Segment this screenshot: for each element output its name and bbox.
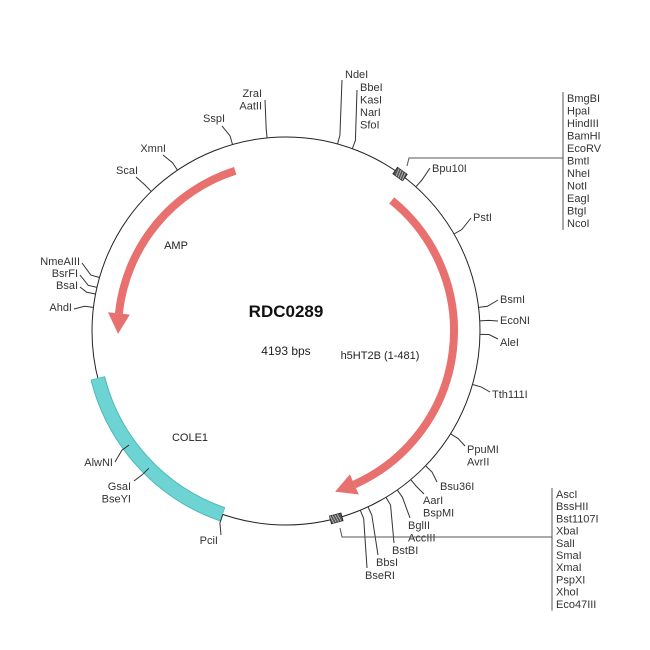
site-label-nari[interactable]: NarI [360, 107, 381, 119]
site-label-aari[interactable]: AarI [423, 495, 443, 507]
site-tick-bseri [359, 510, 368, 569]
site-label-bpu10i[interactable]: Bpu10I [432, 163, 467, 175]
site-label-ndei[interactable]: NdeI [345, 69, 368, 81]
site-tick-bsmi [478, 299, 499, 308]
site-label-bbei[interactable]: BbeI [360, 82, 383, 94]
site-label-econi[interactable]: EcoNI [500, 315, 530, 327]
site-tick-nmeaiii [81, 262, 100, 279]
site-label-kasi[interactable]: KasI [360, 95, 382, 107]
site-label-hpai[interactable]: HpaI [567, 106, 590, 118]
site-label-sspi[interactable]: SspI [203, 113, 225, 125]
site-tick-scai [135, 176, 152, 192]
site-label-bst1107i[interactable]: Bst1107I [556, 513, 599, 525]
site-label-btgi[interactable]: BtgI [567, 206, 587, 218]
plasmid-size: 4193 bps [261, 344, 310, 358]
h5ht2b-feature-arrowhead [335, 474, 359, 495]
site-label-avrii[interactable]: AvrII [467, 457, 489, 469]
site-label-bsshii[interactable]: BssHII [556, 501, 588, 513]
site-label-xbai[interactable]: XbaI [556, 526, 579, 538]
site-tick-zrai [264, 99, 268, 138]
site-label-bmti[interactable]: BmtI [567, 156, 590, 168]
site-label-smai[interactable]: SmaI [556, 550, 582, 562]
feature-label-h5ht2b: h5HT2B (1-481) [341, 350, 420, 362]
mcs_top-cluster-box [392, 166, 408, 182]
site-label-alwni[interactable]: AlwNI [84, 457, 113, 469]
site-tick-ndei [337, 79, 343, 145]
site-label-eagi[interactable]: EagI [567, 193, 590, 205]
site-tick-alwni [114, 444, 130, 463]
site-label-alei[interactable]: AleI [500, 337, 519, 349]
site-tick-bpu10i [415, 167, 431, 188]
mcs_bottom-cluster-box [328, 512, 344, 525]
site-label-asci[interactable]: AscI [556, 489, 577, 501]
site-label-bsai[interactable]: BsaI [56, 280, 78, 292]
site-label-xmni[interactable]: XmnI [140, 143, 166, 155]
site-label-noti[interactable]: NotI [567, 181, 587, 193]
site-tick-xmni [162, 154, 178, 171]
site-tick-sspi [221, 125, 234, 145]
site-label-bseri[interactable]: BseRI [365, 570, 395, 582]
site-label-bmgbi[interactable]: BmgBI [567, 93, 600, 105]
site-label-xmai[interactable]: XmaI [556, 562, 582, 574]
site-label-scai[interactable]: ScaI [116, 165, 138, 177]
site-label-bsrfi[interactable]: BsrFI [52, 268, 78, 280]
site-tick-alei [479, 333, 499, 340]
amp-feature-arrowhead [107, 312, 130, 334]
site-tick-tth111i [472, 383, 491, 393]
site-tick-econi [479, 319, 499, 322]
site-tick-ppumi [450, 433, 466, 447]
site-label-nhei[interactable]: NheI [567, 168, 590, 180]
feature-label-amp: AMP [164, 240, 188, 252]
site-label-bbsi[interactable]: BbsI [376, 557, 398, 569]
site-label-pspxi[interactable]: PspXI [556, 574, 585, 586]
site-label-tth111i[interactable]: Tth111I [492, 389, 528, 401]
plasmid-name: RDC0289 [249, 302, 324, 321]
site-label-bsu36i[interactable]: Bsu36I [440, 481, 474, 493]
site-tick-ahdi [73, 305, 94, 310]
plasmid-backbone [91, 136, 481, 526]
site-label-bamhi[interactable]: BamHI [567, 131, 601, 143]
site-label-bspmi[interactable]: BspMI [423, 508, 454, 520]
site-label-xhoi[interactable]: XhoI [556, 587, 579, 599]
feature-label-cole1: COLE1 [172, 432, 208, 444]
site-label-aatii[interactable]: AatII [239, 101, 262, 113]
site-label-ppumi[interactable]: PpuMI [467, 444, 499, 456]
site-tick-bbei [351, 89, 358, 149]
mcs_top-leader [406, 157, 563, 167]
site-label-eco47iii[interactable]: Eco47III [556, 599, 596, 611]
site-tick-bsrfi [79, 274, 98, 288]
site-tick-psti [453, 217, 472, 235]
site-label-ahdi[interactable]: AhdI [49, 302, 72, 314]
mcs_bottom-leader [339, 527, 552, 538]
site-label-sali[interactable]: SalI [556, 538, 575, 550]
site-label-ecorv[interactable]: EcoRV [567, 143, 602, 155]
site-label-hindiii[interactable]: HindIII [567, 118, 599, 130]
site-label-zrai[interactable]: ZraI [242, 88, 262, 100]
site-label-bseyi[interactable]: BseYI [102, 494, 131, 506]
site-label-gsai[interactable]: GsaI [108, 481, 131, 493]
amp-feature-arc [114, 167, 237, 314]
site-tick-bbsi [367, 506, 379, 556]
site-label-ncoi[interactable]: NcoI [567, 218, 590, 230]
site-tick-gsai [133, 467, 150, 482]
site-label-acciii[interactable]: AccIII [408, 533, 436, 545]
site-label-bglii[interactable]: BglII [408, 520, 430, 532]
site-label-pcii[interactable]: PciI [200, 535, 218, 547]
site-label-psti[interactable]: PstI [473, 212, 492, 224]
site-tick-aari [410, 479, 425, 495]
cole1-feature [91, 376, 225, 521]
site-tick-bglii [396, 489, 411, 519]
site-label-sfoi[interactable]: SfoI [360, 120, 380, 132]
h5ht2b-feature-arc [352, 197, 458, 489]
site-tick-bsu36i [425, 465, 438, 483]
site-tick-pcii [219, 514, 224, 536]
site-label-nmeaiii[interactable]: NmeAIII [40, 256, 80, 268]
site-label-bsmi[interactable]: BsmI [500, 294, 525, 306]
site-label-bstbi[interactable]: BstBI [392, 545, 418, 557]
site-tick-bsai [79, 286, 96, 295]
site-tick-bstbi [385, 497, 395, 544]
